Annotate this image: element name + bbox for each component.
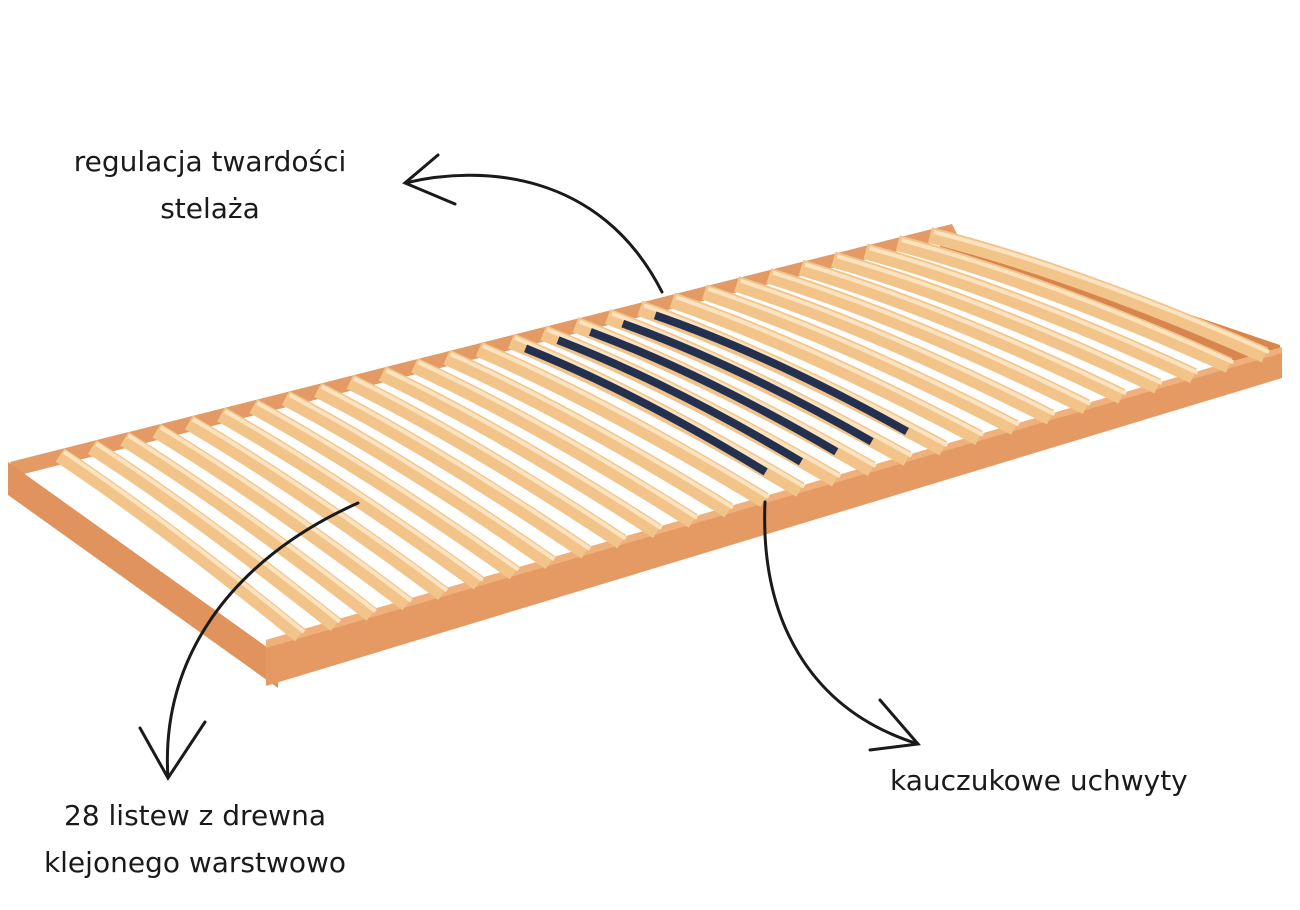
slat-highlight	[740, 278, 1056, 417]
slats-label-line2: klejonego warstwowo	[43, 846, 347, 879]
slat	[346, 374, 627, 549]
slat-highlight	[449, 352, 734, 510]
frame-front-rail-edge	[266, 347, 1282, 648]
firmness-label-line1: regulacja twardości	[73, 145, 347, 178]
slat	[411, 358, 698, 528]
slat	[281, 390, 555, 569]
slat-highlight	[417, 360, 699, 520]
slat	[863, 243, 1197, 384]
slat	[701, 284, 1019, 435]
arrow-firmness-head	[402, 153, 457, 206]
arrow-holders-head	[868, 698, 921, 752]
slat-highlight	[353, 376, 627, 541]
slat	[831, 251, 1162, 394]
slat-highlight	[224, 409, 484, 582]
arrow-slats-head	[138, 720, 207, 781]
slat	[55, 448, 306, 642]
slats-label-line1: 28 listew z drewna	[64, 799, 326, 832]
slat	[120, 431, 377, 621]
holders-label-line1: kauczukowe uchwyty	[890, 764, 1188, 797]
slat	[443, 349, 734, 518]
arrow-holders-curve	[763, 500, 920, 746]
slat	[314, 382, 591, 559]
slat-highlight	[869, 246, 1199, 375]
slat-highlight	[707, 287, 1020, 427]
slat-highlight	[901, 238, 1235, 365]
slat	[798, 259, 1126, 404]
slat	[249, 399, 520, 580]
slat	[928, 227, 1269, 363]
annotation-arrows	[138, 153, 921, 781]
slat-highlight	[256, 401, 520, 572]
slat-highlight	[804, 262, 1127, 396]
arrow-slats-curve	[165, 501, 360, 780]
slat-highlight	[772, 270, 1092, 406]
slat	[895, 235, 1233, 373]
rubber-holder	[621, 319, 874, 446]
slat-highlight	[611, 311, 913, 458]
arrow-firmness-curve	[403, 173, 664, 294]
slats-count-label: 28 listew z drewna klejonego warstwowo	[30, 792, 360, 886]
slat-highlight	[288, 393, 556, 562]
slat-highlight	[514, 336, 806, 489]
frame-left-rail	[8, 462, 278, 688]
slat-highlight	[159, 425, 413, 603]
rubber-holders-label: kauczukowe uchwyty	[890, 757, 1188, 804]
slat-highlight	[643, 303, 949, 448]
slat	[766, 268, 1090, 415]
slat-highlight	[933, 230, 1270, 354]
slat	[669, 292, 983, 446]
rubber-holder	[524, 344, 768, 476]
slat-highlight	[320, 385, 592, 551]
slat	[475, 341, 769, 508]
rubber-holder	[653, 311, 909, 436]
slat-highlight	[546, 327, 842, 479]
slat	[87, 440, 341, 631]
slat-highlight	[482, 344, 770, 499]
rubber-holder	[556, 336, 804, 466]
slat	[184, 415, 448, 600]
rubber-holder	[588, 328, 839, 456]
slat-highlight	[191, 417, 449, 593]
slat-highlight	[578, 319, 877, 468]
slat	[734, 276, 1055, 425]
slat-highlight	[675, 295, 985, 437]
slat-highlight	[127, 434, 377, 613]
slat-highlight	[836, 254, 1163, 385]
slat	[217, 407, 484, 590]
firmness-adjustment-label: regulacja twardości stelaża	[50, 138, 370, 232]
slat	[378, 366, 662, 539]
slat-highlight	[62, 450, 306, 634]
slat-highlight	[385, 368, 663, 530]
firmness-label-line2: stelaża	[160, 192, 260, 225]
bed-frame	[8, 224, 1282, 688]
slat-highlight	[95, 442, 341, 624]
frame-front-rail	[266, 347, 1282, 686]
slat	[152, 423, 413, 611]
rubber-holders	[524, 311, 909, 476]
